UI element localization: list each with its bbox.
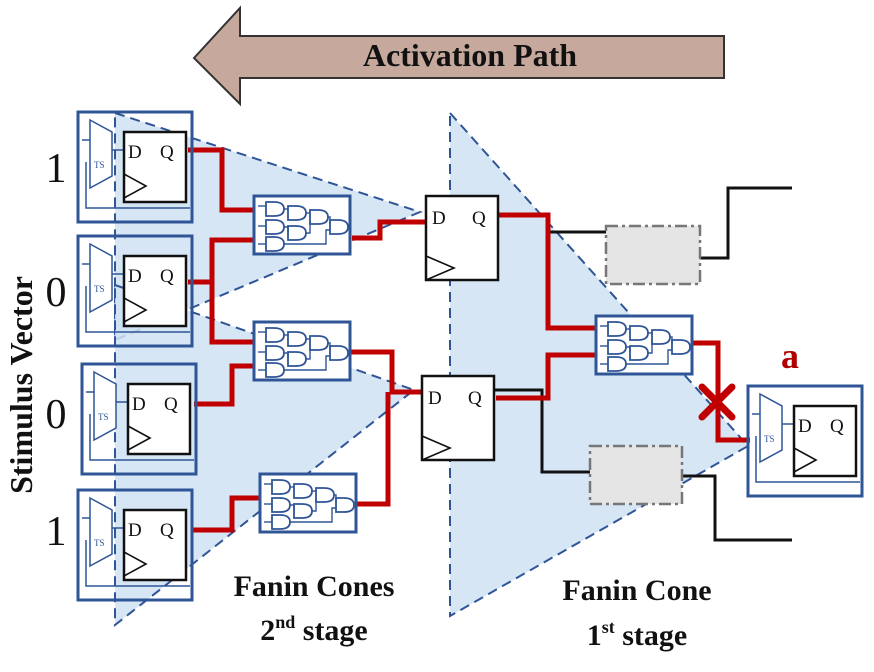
q-label: Q: [160, 520, 174, 541]
ts-label: TS: [98, 412, 109, 422]
activation-path-arrow: Activation Path: [192, 5, 725, 107]
scan-flipflop-2: TS D Q: [76, 234, 194, 348]
stimulus-value-3: 0: [46, 392, 67, 438]
d-label: D: [128, 520, 142, 541]
ts-label: TS: [94, 284, 105, 294]
q-label: Q: [160, 266, 174, 287]
stimulus-value-1: 1: [46, 146, 67, 192]
d-label: D: [798, 416, 812, 437]
gate-cluster-1: [252, 194, 352, 256]
ts-label: TS: [94, 538, 105, 548]
ts-label: TS: [94, 160, 105, 170]
scan-flipflop-3: TS D Q: [80, 362, 198, 476]
gate-cluster-2: [252, 320, 352, 382]
stimulus-vector-label: Stimulus Vector: [3, 276, 39, 494]
placeholder-block-upper: [604, 224, 702, 286]
first-stage-flipflop-upper: D Q: [424, 194, 500, 282]
scan-flipflop-4: TS D Q: [76, 488, 194, 602]
activation-path-wires: [188, 147, 750, 533]
d-label: D: [128, 266, 142, 287]
q-label: Q: [830, 416, 844, 437]
first-stage-caption-line2: 1st stage: [587, 617, 687, 652]
stimulus-value-4: 1: [46, 509, 67, 555]
target-label: a: [781, 336, 799, 376]
q-label: Q: [160, 142, 174, 163]
d-label: D: [432, 208, 446, 229]
gate-cluster-4: [594, 314, 694, 376]
q-label: Q: [164, 394, 178, 415]
d-label: D: [428, 388, 442, 409]
q-label: Q: [468, 388, 482, 409]
stimulus-value-2: 0: [46, 270, 67, 316]
d-label: D: [132, 394, 146, 415]
second-stage-caption-line1: Fanin Cones: [234, 570, 395, 603]
fault-x-icon: [698, 383, 736, 421]
placeholder-block-lower: [588, 444, 684, 506]
d-label: D: [128, 142, 142, 163]
gate-cluster-3: [258, 472, 358, 534]
q-label: Q: [472, 208, 486, 229]
scan-flipflop-1: TS D Q: [76, 110, 194, 224]
first-stage-caption-line1: Fanin Cone: [562, 574, 711, 607]
first-stage-flipflop-lower: D Q: [420, 374, 496, 462]
activation-path-label: Activation Path: [363, 37, 577, 73]
ts-label: TS: [764, 434, 775, 444]
second-stage-caption-line2: 2nd stage: [260, 612, 368, 647]
target-scan-flipflop: TS D Q: [746, 384, 864, 498]
